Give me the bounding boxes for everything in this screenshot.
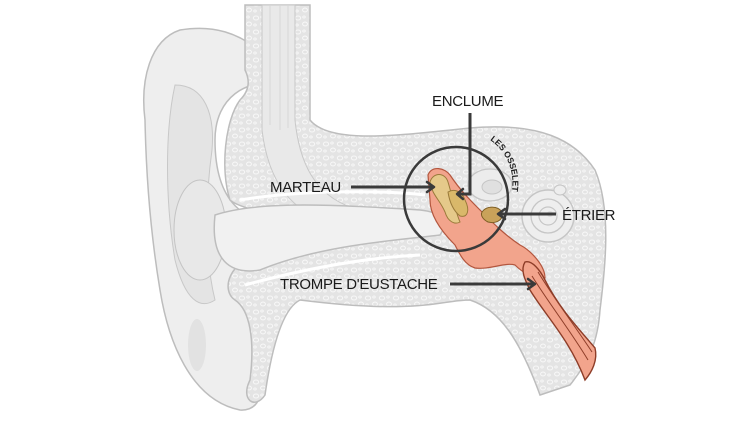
cochlea bbox=[521, 184, 575, 243]
semicircular-canals bbox=[467, 168, 513, 202]
label-marteau: MARTEAU bbox=[270, 179, 436, 196]
incus bbox=[447, 189, 469, 217]
label-etrier-text: ÉTRIER bbox=[562, 207, 616, 224]
label-etrier: ÉTRIER bbox=[496, 207, 616, 224]
ossicles-highlight-circle bbox=[402, 145, 510, 253]
label-enclume-text: ENCLUME bbox=[432, 93, 504, 110]
ear-canal bbox=[213, 190, 445, 287]
eustachian-tube bbox=[522, 261, 597, 382]
label-trompe-text: TROMPE D'EUSTACHE bbox=[280, 276, 438, 293]
ossicles bbox=[429, 174, 503, 224]
label-marteau-text: MARTEAU bbox=[270, 179, 341, 196]
label-trompe: TROMPE D'EUSTACHE bbox=[280, 276, 537, 293]
stapes bbox=[481, 206, 503, 223]
malleus bbox=[429, 174, 461, 224]
label-enclume: ENCLUME bbox=[432, 93, 504, 201]
